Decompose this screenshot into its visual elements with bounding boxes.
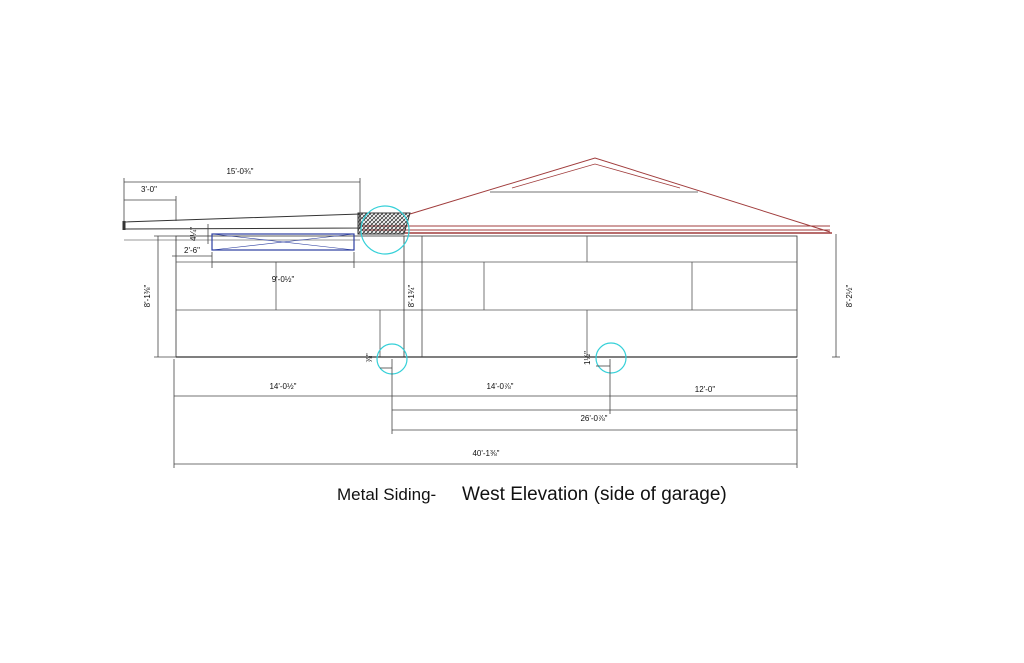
caption-title: West Elevation (side of garage): [462, 484, 727, 505]
dim-fascia-drop: 4¼": [189, 227, 198, 241]
shed-roof-slab: [123, 213, 361, 230]
dimension-lines: [123, 178, 840, 468]
highlight-step-right: [595, 342, 627, 374]
window: [211, 233, 355, 251]
highlight-roof-junction: [360, 205, 410, 255]
dim-mid-height: 8'-1¾": [407, 285, 416, 308]
dim-window-offset: 2'-6": [184, 246, 200, 255]
dim-window-width: 9'-0½": [272, 275, 295, 284]
window-frame: [211, 233, 355, 251]
dim-step-right: 1½": [583, 351, 592, 365]
roof-inner-line: [511, 163, 681, 189]
dim-left-height: 8'-1⅜": [143, 285, 152, 308]
dim-bottom-sub: 26'-0⅞": [580, 414, 607, 423]
window-cross: [211, 233, 355, 251]
highlight-circles: [360, 205, 627, 375]
dimension-labels: 15'-0¾" 3'-0" 4¼" 2'-6" 9'-0½" 8'-1⅜" 8'…: [141, 167, 854, 458]
dim-bottom-overall: 40'-1⅜": [472, 449, 499, 458]
caption-prefix: Metal Siding-: [337, 485, 436, 504]
roof-junction-hatch: [357, 212, 411, 235]
wall-siding: [175, 235, 798, 358]
gable-roof: [360, 157, 832, 234]
dim-bottom-seg3: 12'-0": [695, 385, 716, 394]
dim-top-overall: 15'-0¾": [226, 167, 253, 176]
dim-right-height: 8'-2½": [845, 285, 854, 308]
dim-top-overhang: 3'-0": [141, 185, 157, 194]
roof-outline: [409, 157, 831, 233]
dim-step-left: ⅞": [365, 353, 374, 363]
wall-outline: [175, 235, 798, 358]
dim-bottom-seg2: 14'-0⅞": [486, 382, 513, 391]
drawing-caption: Metal Siding- West Elevation (side of ga…: [337, 484, 727, 505]
shed-roof: [122, 212, 411, 241]
dim-bottom-seg1: 14'-0½": [269, 382, 296, 391]
